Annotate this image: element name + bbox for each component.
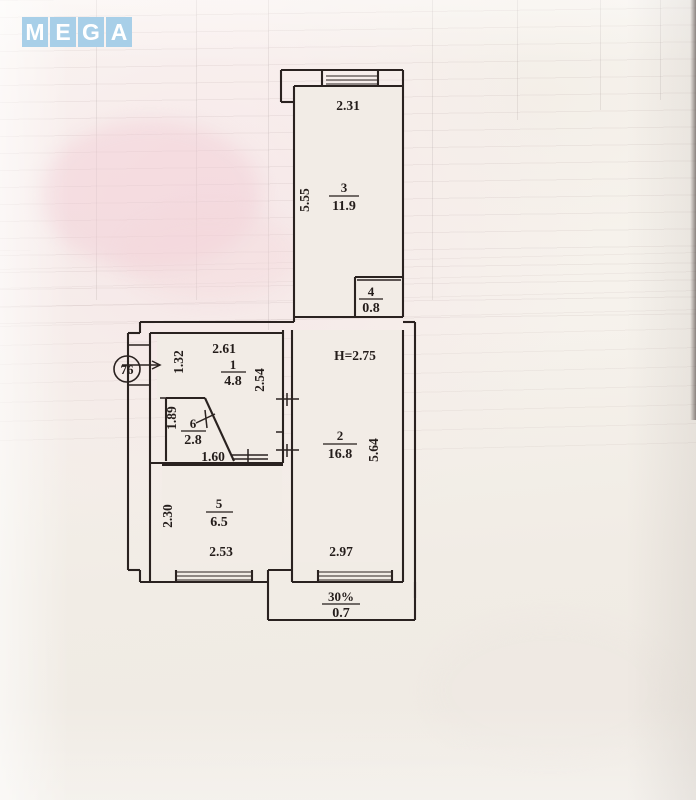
- dim-room1-right: 2.54: [252, 368, 267, 392]
- room-3-area: 11.9: [332, 199, 356, 214]
- room-2-area: 16.8: [328, 447, 353, 462]
- dim-room1-left: 1.32: [171, 350, 186, 374]
- watermark-letter-g: G: [78, 17, 104, 47]
- dim-room2-right: 5.64: [366, 438, 381, 462]
- dim-room3-width: 2.31: [336, 98, 360, 113]
- dim-room1-width: 2.61: [212, 341, 236, 356]
- mega-watermark: M E G A: [22, 17, 132, 47]
- apartment-number-label: 76: [121, 362, 135, 377]
- dim-room6-bottom: 1.60: [201, 449, 225, 464]
- room-4-number: 4: [368, 284, 375, 299]
- room-5-area: 6.5: [210, 515, 228, 530]
- scan-edge-shadow: [690, 0, 696, 420]
- room-4-area: 0.8: [362, 301, 380, 316]
- dim-room2-bottom: 2.97: [329, 544, 353, 559]
- room-1-area: 4.8: [224, 374, 242, 389]
- room-fills: [157, 85, 403, 563]
- room-5-number: 5: [216, 496, 223, 511]
- room-3-number: 3: [341, 180, 348, 195]
- windows: [174, 570, 394, 582]
- watermark-letter-a: A: [106, 17, 132, 47]
- watermark-letter-m: M: [22, 17, 48, 47]
- ceiling-height-label: H=2.75: [334, 348, 376, 363]
- room-2-number: 2: [337, 428, 344, 443]
- dim-room5-bottom: 2.53: [209, 544, 233, 559]
- dim-room6-left: 1.89: [164, 406, 179, 430]
- balcony-area: 0.7: [332, 606, 350, 621]
- dim-room5-left: 2.30: [160, 504, 175, 528]
- watermark-letter-e: E: [50, 17, 76, 47]
- dim-room3-height: 5.55: [297, 188, 312, 212]
- room-6-number: 6: [190, 416, 197, 431]
- room-6-area: 2.8: [184, 433, 202, 448]
- room-1-number: 1: [230, 357, 237, 372]
- balcony-coefficient: 30%: [328, 589, 354, 604]
